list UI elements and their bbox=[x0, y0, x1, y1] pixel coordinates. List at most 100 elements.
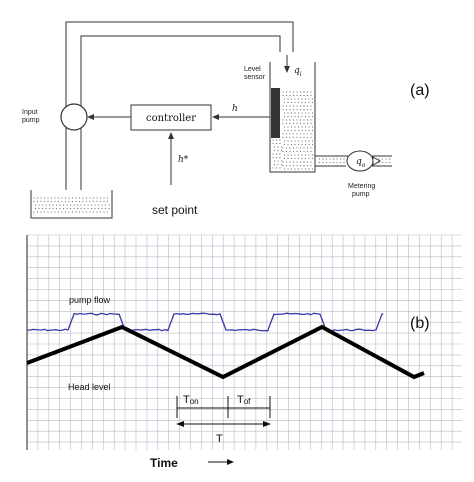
period-label: T bbox=[216, 433, 223, 445]
fluid-dot bbox=[89, 197, 91, 199]
fluid-dot bbox=[381, 158, 384, 160]
fluid-dot bbox=[106, 200, 109, 203]
fluid-dot bbox=[272, 142, 274, 145]
fluid-dot bbox=[311, 157, 314, 160]
fluid-dot bbox=[290, 115, 293, 118]
fluid-dot bbox=[299, 108, 302, 111]
fluid-dot bbox=[306, 119, 309, 121]
fluid-dot bbox=[61, 197, 63, 199]
fluid-dot bbox=[318, 161, 321, 164]
fluid-dot bbox=[279, 139, 281, 141]
fluid-dot bbox=[294, 112, 296, 114]
fluid-dot bbox=[285, 136, 288, 139]
fluid-dot bbox=[76, 204, 79, 206]
period-arrow bbox=[176, 421, 271, 427]
graph-paper-grid bbox=[26, 234, 462, 450]
fluid-dot bbox=[289, 164, 291, 167]
fluid-dot bbox=[285, 94, 288, 97]
set-point-label: set point bbox=[152, 203, 198, 217]
fluid-dot bbox=[287, 98, 289, 100]
fluid-dot bbox=[285, 133, 288, 135]
fluid-dot bbox=[282, 161, 284, 163]
fluid-dot bbox=[41, 204, 44, 206]
fluid-dot bbox=[303, 122, 305, 125]
fluid-dot bbox=[296, 91, 298, 93]
fluid-dot bbox=[304, 143, 307, 146]
fluid-dot bbox=[96, 211, 98, 213]
fluid-dot bbox=[47, 211, 49, 213]
fluid-dot bbox=[290, 154, 293, 156]
fluid-dot bbox=[62, 204, 65, 206]
fluid-dot bbox=[301, 129, 303, 132]
fluid-dot bbox=[277, 149, 279, 152]
fluid-dot bbox=[283, 98, 286, 100]
fluid-dot bbox=[71, 211, 74, 213]
fluid-dot bbox=[103, 211, 105, 213]
fluid-dot bbox=[294, 140, 296, 142]
fluid-dot bbox=[292, 161, 295, 163]
fluid-dot bbox=[308, 154, 310, 156]
fluid-dot bbox=[301, 112, 303, 114]
fluid-dot bbox=[59, 207, 61, 210]
fluid-dot bbox=[343, 161, 345, 164]
fluid-dot bbox=[43, 211, 46, 213]
pump-flow-label: pump flow bbox=[69, 295, 111, 305]
fluid-dot bbox=[75, 200, 77, 203]
fluid-dot bbox=[50, 200, 53, 203]
fluid-dot bbox=[290, 157, 293, 160]
fluid-dot bbox=[52, 207, 54, 210]
fluid-dot bbox=[297, 129, 300, 132]
fluid-dot bbox=[289, 94, 291, 97]
fluid-dot bbox=[297, 126, 300, 128]
fluid-dot bbox=[299, 164, 302, 167]
fluid-dot bbox=[277, 146, 279, 148]
tank bbox=[269, 62, 316, 173]
fluid-dot bbox=[36, 197, 39, 199]
fluid-dot bbox=[287, 115, 289, 118]
fluid-dot bbox=[289, 122, 291, 125]
fluid-dot bbox=[292, 119, 295, 121]
fluid-dot bbox=[283, 154, 286, 156]
fluid-dot bbox=[296, 164, 298, 167]
fluid-dot bbox=[290, 129, 293, 132]
fluid-dot bbox=[287, 112, 289, 114]
fluid-dot bbox=[299, 94, 302, 97]
fluid-dot bbox=[343, 158, 345, 160]
fluid-dot bbox=[34, 204, 37, 206]
fluid-dot bbox=[294, 101, 296, 104]
fluid-dot bbox=[310, 161, 312, 163]
fluid-dot bbox=[290, 98, 293, 100]
fluid-dot bbox=[34, 207, 37, 210]
fluid-dot bbox=[299, 91, 302, 93]
fluid-dot bbox=[289, 136, 291, 139]
control-signal-arrow bbox=[87, 114, 131, 120]
metering-pump-symbol bbox=[346, 150, 382, 172]
fluid-dot bbox=[311, 115, 314, 118]
fluid-dot bbox=[80, 204, 82, 206]
fluid-dot bbox=[283, 143, 286, 146]
fluid-dot bbox=[304, 154, 307, 156]
input-pump-label-line1: Input bbox=[22, 109, 38, 116]
fluid-dot bbox=[282, 147, 284, 149]
q-in-label: qi bbox=[294, 66, 302, 78]
fluid-dot bbox=[94, 204, 96, 206]
fluid-dot bbox=[76, 207, 79, 210]
fluid-dot bbox=[306, 122, 309, 125]
fluid-dot bbox=[97, 207, 100, 210]
fluid-dot bbox=[285, 161, 288, 163]
fluid-dot bbox=[303, 136, 305, 139]
fluid-dot bbox=[296, 119, 298, 121]
fluid-dot bbox=[388, 158, 391, 160]
fluid-dot bbox=[57, 211, 60, 213]
fluid-dot bbox=[273, 146, 276, 148]
fluid-dot bbox=[301, 143, 303, 146]
fluid-dot bbox=[385, 158, 387, 160]
fluid-dot bbox=[292, 150, 295, 153]
fluid-dot bbox=[280, 163, 283, 166]
fluid-dot bbox=[285, 150, 288, 153]
fluid-dot bbox=[292, 147, 295, 149]
tank-fluid bbox=[272, 91, 314, 170]
fluid-dot bbox=[55, 204, 58, 206]
fluid-dot bbox=[301, 115, 303, 118]
fluid-dot bbox=[294, 98, 296, 100]
